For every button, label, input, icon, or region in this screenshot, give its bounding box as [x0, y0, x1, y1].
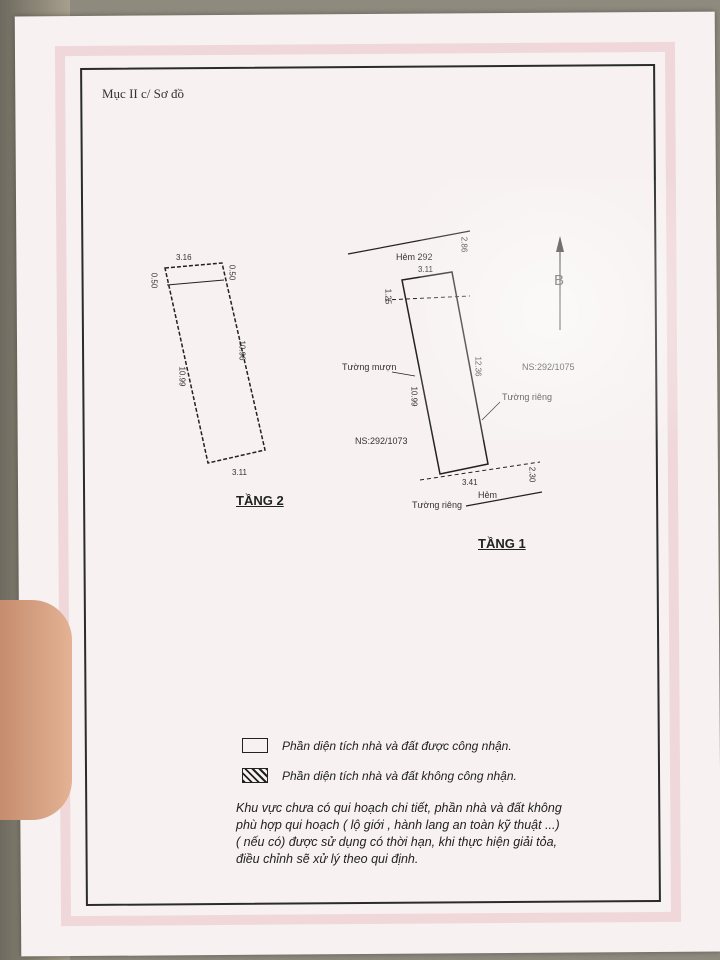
- floor2-outline: [164, 262, 266, 464]
- borrowed-wall-leader: [391, 371, 416, 377]
- holding-thumb: [0, 600, 72, 820]
- legend-hatched-swatch: [242, 768, 268, 783]
- legend-recognized: Phần diện tích nhà và đất được công nhận…: [242, 738, 512, 753]
- note-line-2: phù hợp qui hoạch ( lộ giới , hành lang …: [236, 817, 560, 832]
- house-number: NS:292/1073: [355, 436, 408, 446]
- floor1-dim-top: 3.11: [418, 265, 433, 274]
- alley-top-line: [347, 230, 471, 255]
- north-label: B: [554, 272, 565, 289]
- floor2-inner-top: [166, 279, 225, 286]
- own-wall-label: Tường riêng: [502, 392, 552, 402]
- floor1-dim-right: 12.36: [473, 356, 483, 377]
- planning-note: Khu vực chưa có qui hoạch chi tiết, phần…: [236, 800, 626, 868]
- north-arrow-head: [556, 236, 564, 252]
- section-title: Mục II c/ Sơ đồ: [102, 86, 184, 101]
- note-line-1: Khu vực chưa có qui hoạch chi tiết, phần…: [236, 801, 562, 815]
- own-wall-leader: [481, 401, 501, 421]
- neighbor-number: NS:292/1075: [522, 362, 575, 372]
- legend-recognized-text: Phần diện tích nhà và đất được công nhận…: [282, 738, 512, 753]
- floor1-dim-alley-bottom: 2.30: [527, 466, 537, 483]
- floor2-dim-bottom: 3.11: [232, 468, 247, 477]
- floor1-bottom-dashed: [419, 461, 541, 481]
- legend-plain-swatch: [242, 738, 268, 753]
- floor1-dim-top-offset: 1.25: [383, 288, 393, 305]
- floor1-dim-bottom: 3.41: [462, 478, 478, 487]
- floor2-dim-right: 10.96: [237, 340, 247, 361]
- floor1-dim-alley-top: 2.86: [459, 236, 469, 253]
- floor2-dim-corner-b: 0.50: [227, 264, 237, 281]
- alley-bottom-line: [465, 491, 543, 507]
- note-line-3: ( nếu có) được sử dụng có thời hạn, khi …: [236, 834, 557, 849]
- borrowed-wall-label: Tường mượn: [342, 362, 397, 372]
- legend-not-recognized-text: Phần diện tích nhà và đất không công nhậ…: [282, 768, 517, 783]
- floor2-label: TẦNG 2: [236, 493, 284, 508]
- own-wall-bottom-label: Tường riêng: [412, 500, 462, 510]
- alley-top-label: Hẻm 292: [396, 252, 433, 262]
- floor1-dim-left: 10.99: [409, 386, 419, 407]
- floor2-dim-top: 3.16: [176, 253, 192, 262]
- note-line-4: điều chỉnh sẽ xử lý theo qui định.: [236, 851, 419, 866]
- floor1-label: TẦNG 1: [478, 536, 526, 551]
- floor2-dim-corner-a: 0.50: [149, 272, 159, 289]
- floor2-dim-left: 10.99: [177, 366, 187, 387]
- legend-not-recognized: Phần diện tích nhà và đất không công nhậ…: [242, 768, 517, 783]
- alley-bottom-label: Hẻm: [478, 490, 498, 500]
